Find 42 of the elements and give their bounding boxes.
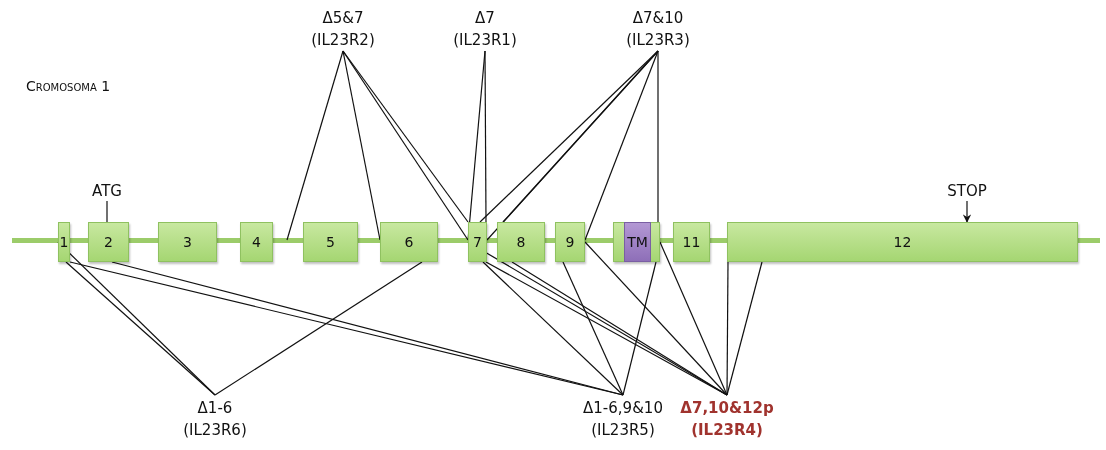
- splice-line: [65, 261, 216, 396]
- exon-box: 12: [727, 222, 1078, 262]
- chromosome-label: Cromosoma 1: [26, 78, 111, 94]
- marker-label: STOP: [927, 181, 1007, 201]
- exon-box: 7: [468, 222, 487, 262]
- splice-line: [659, 241, 728, 396]
- exon-box: 5: [303, 222, 358, 262]
- splice-line: [214, 261, 423, 396]
- exon-box: 3: [158, 222, 217, 262]
- exon-box: 8: [497, 222, 545, 262]
- exon-box: 11: [673, 222, 710, 262]
- isoform-label: (IL23R5): [590, 420, 656, 441]
- deletion-label: Δ1-6: [196, 398, 234, 419]
- splice-line: [562, 261, 624, 396]
- isoform-label: (IL23R4): [690, 420, 764, 441]
- splice-line: [342, 50, 381, 241]
- isoform-label: (IL23R6): [182, 420, 248, 441]
- splice-line: [622, 261, 657, 396]
- splice-line: [584, 50, 659, 241]
- marker-label: ATG: [67, 181, 147, 201]
- isoform-label: (IL23R2): [310, 30, 376, 51]
- splice-line: [726, 261, 729, 396]
- deletion-label: Δ5&7: [321, 8, 365, 29]
- transmembrane-domain: TM: [624, 222, 651, 262]
- leader-line: [106, 200, 108, 223]
- deletion-label: Δ7&10: [631, 8, 685, 29]
- deletion-label: Δ7: [474, 8, 496, 29]
- exon-box: 4: [240, 222, 273, 262]
- splice-line: [286, 50, 344, 241]
- exon-box: [613, 222, 660, 262]
- isoform-label: (IL23R3): [625, 30, 691, 51]
- splice-line: [484, 50, 487, 223]
- splice-line: [584, 241, 728, 396]
- isoform-label: (IL23R1): [452, 30, 518, 51]
- exon-box: 1: [58, 222, 70, 262]
- exon-box: 2: [88, 222, 129, 262]
- exon-box: 6: [380, 222, 438, 262]
- splice-line: [482, 261, 624, 396]
- arrow: [962, 200, 972, 223]
- splice-line: [657, 50, 659, 223]
- exon-box: 9: [555, 222, 585, 262]
- splice-line: [726, 261, 763, 396]
